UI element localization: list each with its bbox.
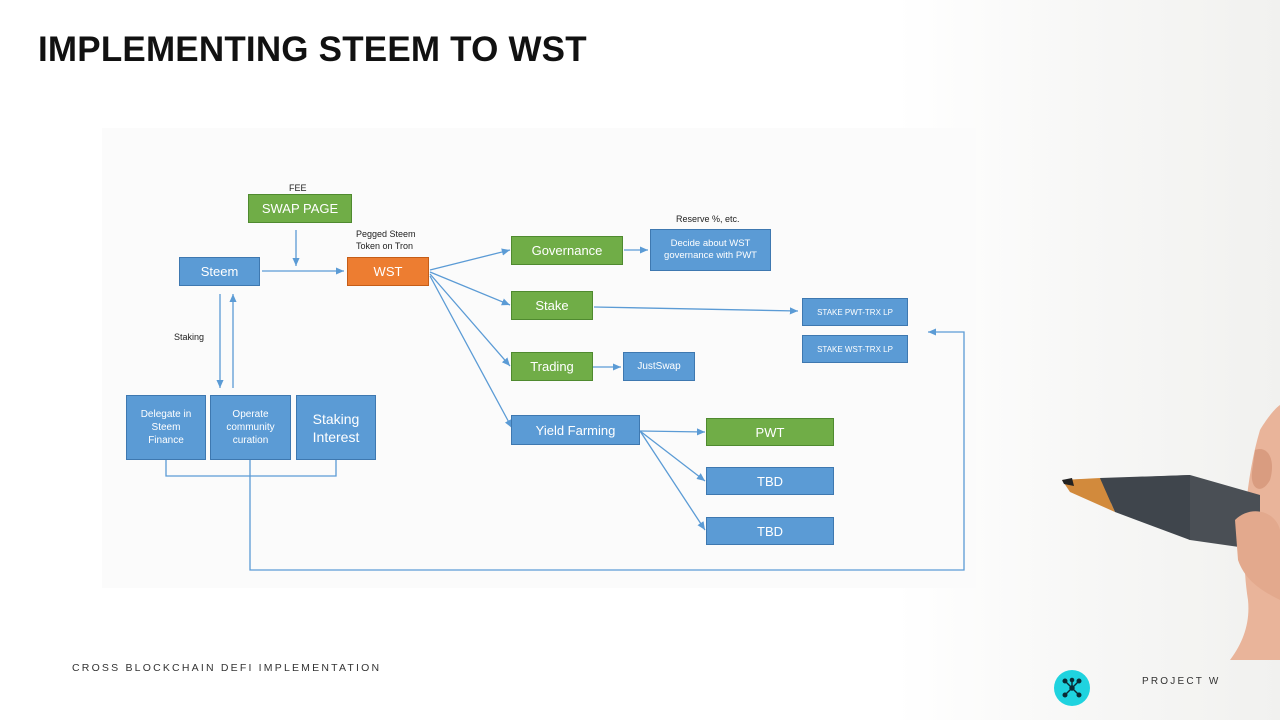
node-stake-wst-trx-label: STAKE WST-TRX LP [817,344,893,354]
arrow-yield-pwt [639,428,706,436]
node-decide-line2: governance with PWT [664,250,757,261]
node-tbd-1: TBD [706,467,834,495]
arrow-wst-yield [429,275,513,429]
node-wst: WST [347,257,429,286]
node-governance-label: Governance [531,243,603,258]
hand-pencil-illustration [1062,405,1280,660]
node-decide-line1: Decide about WST [670,238,751,249]
node-stake: Stake [511,291,593,320]
node-operate-line1: Operate [232,409,269,420]
node-wst-label: WST [373,264,403,279]
node-swap-page: SWAP PAGE [248,194,352,223]
node-decide-governance: Decide about WST governance with PWT [650,229,771,271]
node-trading-label: Trading [530,359,574,374]
node-stake-pwt-trx-label: STAKE PWT-TRX LP [817,307,893,317]
node-stake-pwt-trx-lp: STAKE PWT-TRX LP [802,298,908,326]
pegged-label-line2: Token on Tron [356,241,414,251]
reserve-label: Reserve %, etc. [676,214,740,224]
node-delegate-line2: Steem [151,422,181,433]
arrow-yield-tbd1 [639,430,706,482]
staking-label: Staking [174,332,205,342]
node-delegate-steem-finance: Delegate in Steem Finance [126,395,206,460]
node-delegate-line3: Finance [148,435,184,446]
slide-title: IMPLEMENTING STEEM TO WST [38,30,587,69]
node-stake-label: Stake [535,298,569,313]
node-staking-interest: Staking Interest [296,395,376,460]
node-steem-label: Steem [200,264,239,279]
node-trading: Trading [511,352,593,381]
node-justswap: JustSwap [623,352,695,381]
arrow-wst-trading [429,273,511,367]
node-pwt-label: PWT [755,424,785,440]
node-swap-page-label: SWAP PAGE [261,201,339,216]
node-steem: Steem [179,257,260,286]
bracket-bottom [165,460,337,477]
network-logo-glyph [1062,677,1082,698]
node-operate-line3: curation [232,435,269,446]
node-operate-community-curation: Operate community curation [210,395,291,460]
node-tbd-2: TBD [706,517,834,545]
node-yield-farming: Yield Farming [511,415,640,445]
arrow-stake-lp [593,306,799,315]
arrow-yield-tbd2 [639,430,706,531]
node-justswap-label: JustSwap [637,361,681,372]
node-pwt: PWT [706,418,834,446]
fee-label: FEE [289,183,307,193]
node-yield-farming-label: Yield Farming [535,422,616,438]
node-staking-interest-line1: Staking [312,410,360,427]
node-operate-line2: community [226,422,275,433]
node-stake-wst-trx-lp: STAKE WST-TRX LP [802,335,908,363]
network-logo-icon [1054,670,1090,706]
node-tbd-2-label: TBD [757,523,783,539]
footer-left-text: CROSS BLOCKCHAIN DEFI IMPLEMENTATION [72,662,382,674]
footer-right-text: PROJECT W [1142,676,1221,687]
node-governance: Governance [511,236,623,265]
node-delegate-line1: Delegate in [140,409,192,420]
arrow-wst-stake [429,271,511,306]
node-staking-interest-line2: Interest [312,428,360,445]
arrow-wst-governance [429,248,511,271]
pegged-label-line1: Pegged Steem [356,229,416,239]
loop-return-line [249,328,965,571]
node-tbd-1-label: TBD [757,473,783,489]
